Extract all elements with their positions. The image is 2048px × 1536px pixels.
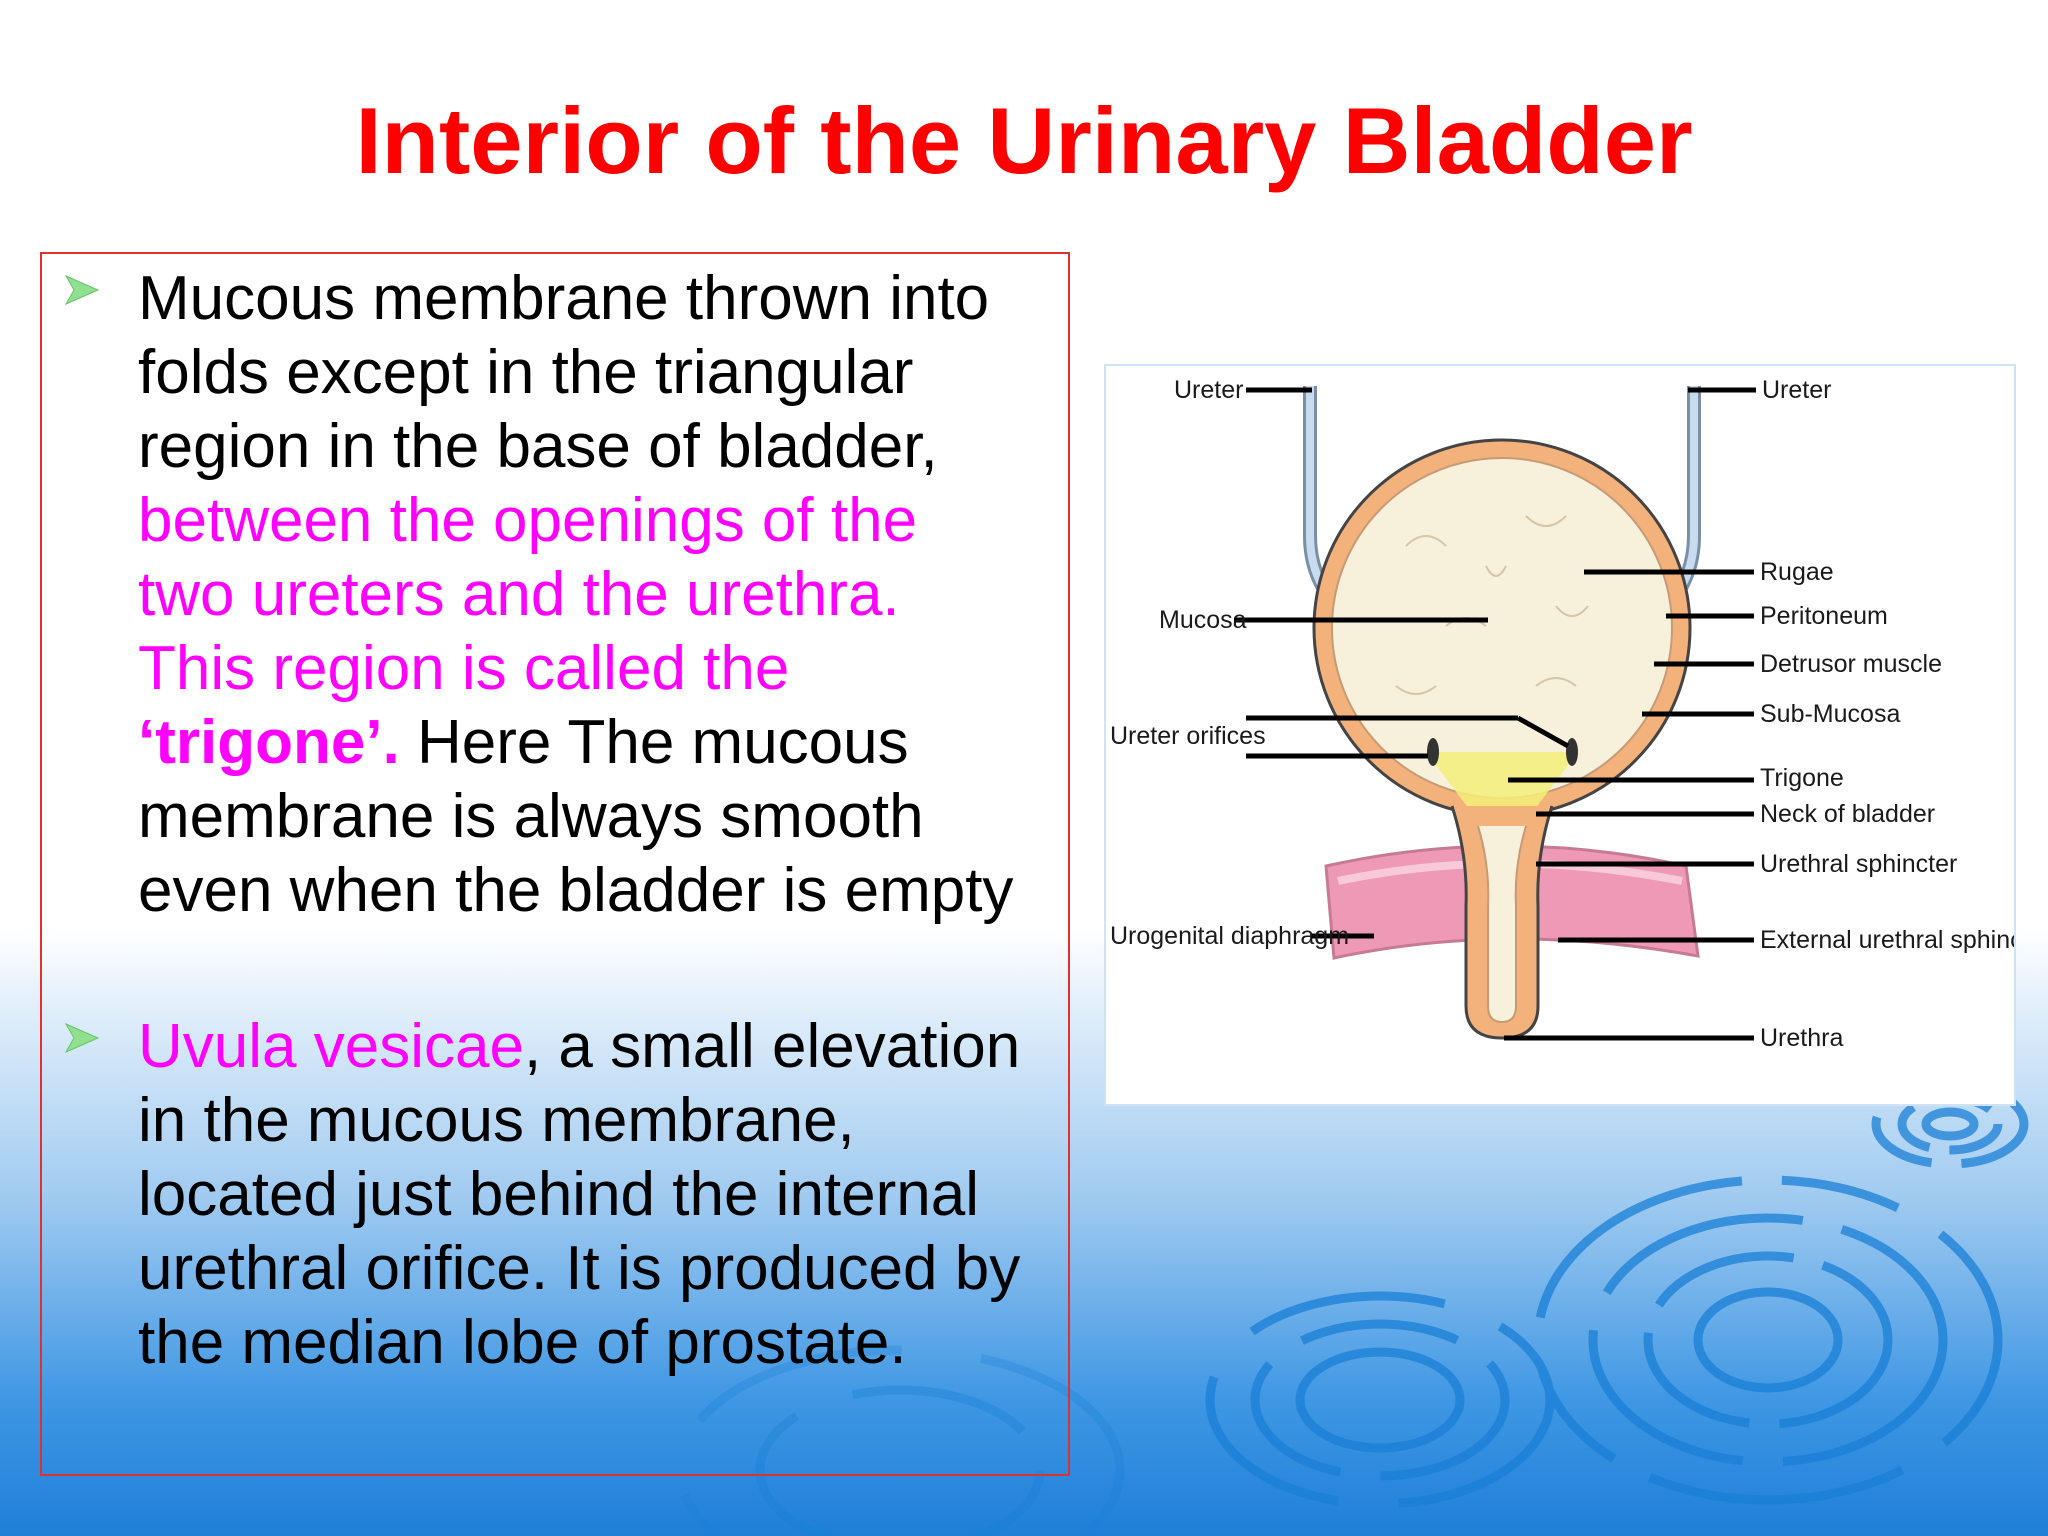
label-neck-of-bladder: Neck of bladder	[1760, 800, 1935, 828]
bullet-text: Mucous membrane thrown into folds except…	[70, 262, 1030, 928]
bullet-text-segment: Mucous membrane thrown into folds except…	[138, 264, 990, 481]
arrow-bullet-icon	[64, 274, 100, 306]
label-urogenital-diaphragm: Urogenital diaphragm	[1110, 922, 1349, 950]
slide-title: Interior of the Urinary Bladder	[355, 88, 1693, 193]
label-urethra: Urethra	[1760, 1024, 1843, 1052]
bullet-text-segment: , a small elevation in the mucous membra…	[138, 1012, 1021, 1377]
trigone-term: ‘trigone’.	[138, 708, 400, 777]
bullet-text-segment: Here The mucous membrane is always smoot…	[138, 708, 1014, 925]
label-ureter-orifices: Ureter orifices	[1110, 722, 1266, 750]
label-external-urethral-sphincter: External urethral sphincter	[1760, 926, 2014, 954]
bladder-illustration: Ureter Ureter Mucosa Ureter orifices Uro…	[1110, 376, 2014, 1052]
text-box-border	[40, 252, 1070, 1476]
label-ureter-right: Ureter	[1762, 376, 1831, 404]
label-urethral-sphincter: Urethral sphincter	[1760, 850, 1957, 878]
label-sub-mucosa: Sub-Mucosa	[1760, 700, 1900, 728]
label-ureter-left: Ureter	[1174, 376, 1243, 404]
uvula-vesicae-term: Uvula vesicae	[138, 1012, 524, 1081]
bladder-diagram: Ureter Ureter Mucosa Ureter orifices Uro…	[1104, 364, 2016, 1106]
label-trigone: Trigone	[1760, 764, 1844, 792]
label-rugae: Rugae	[1760, 558, 1834, 586]
label-peritoneum: Peritoneum	[1760, 602, 1888, 630]
highlight-text: between the openings of the two ureters …	[138, 486, 918, 703]
bullet-text: Uvula vesicae, a small elevation in the …	[70, 1010, 1030, 1380]
bullet-item-uvula-vesicae: Uvula vesicae, a small elevation in the …	[64, 1010, 1030, 1380]
label-detrusor-muscle: Detrusor muscle	[1760, 650, 1942, 678]
arrow-bullet-icon	[64, 1022, 100, 1054]
label-mucosa: Mucosa	[1159, 606, 1247, 634]
bullet-item-trigone: Mucous membrane thrown into folds except…	[64, 262, 1030, 928]
